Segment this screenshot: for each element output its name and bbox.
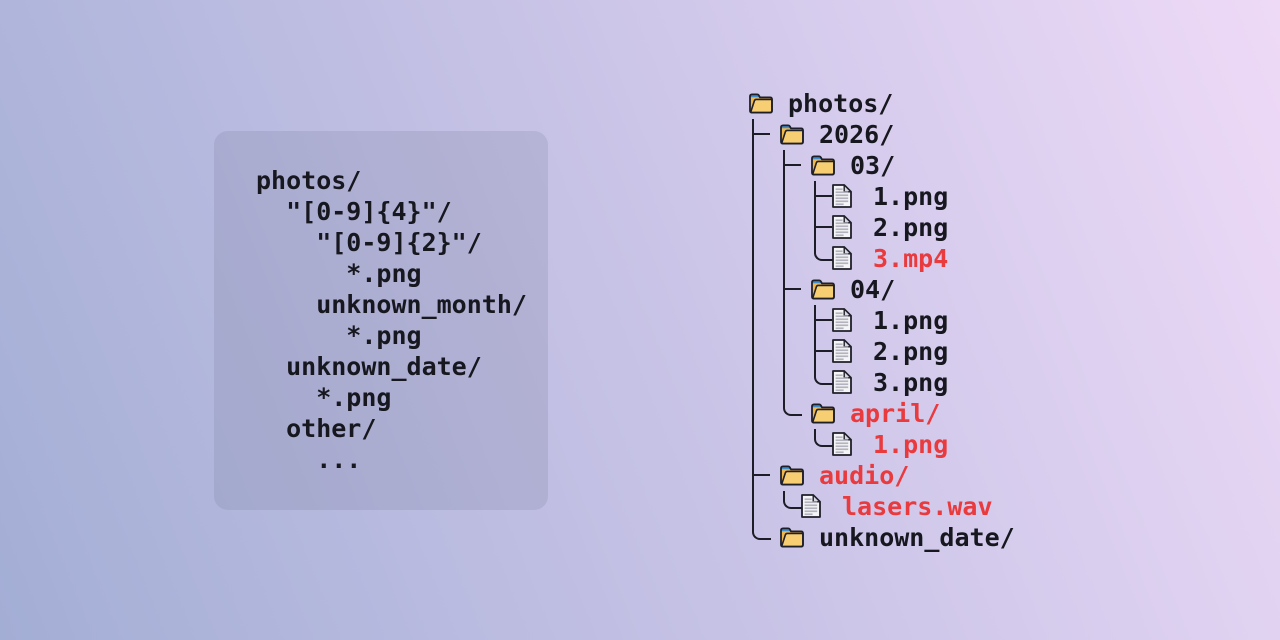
tree-row-folder: april/ — [748, 398, 1128, 429]
tree-label: 2.png — [873, 337, 949, 366]
folder-icon — [779, 526, 805, 548]
pattern-card: photos/ "[0-9]{4}"/ "[0-9]{2}"/ *.png un… — [214, 131, 548, 510]
file-icon — [831, 307, 853, 333]
tree-label: photos/ — [788, 89, 894, 118]
tree-branch-line — [816, 226, 832, 228]
tree-tee-connector — [814, 212, 816, 243]
tree-label: 1.png — [873, 306, 949, 335]
tree-tee-connector — [752, 119, 754, 150]
tree-label: audio/ — [819, 461, 910, 490]
tree-row-folder: unknown_date/ — [748, 522, 1128, 553]
file-icon — [831, 338, 853, 364]
tree-row-file: 2.png — [748, 212, 1128, 243]
file-icon — [831, 431, 853, 457]
tree-row-file: lasers.wav — [748, 491, 1128, 522]
tree-row-file: 2.png — [748, 336, 1128, 367]
tree-elbow-connector — [783, 398, 802, 416]
folder-icon — [810, 278, 836, 300]
tree-row-folder: photos/ — [748, 88, 1128, 119]
tree-label: april/ — [850, 399, 941, 428]
tree-guide-line — [783, 305, 785, 336]
tree-guide-line — [752, 429, 754, 460]
tree-row-file: 1.png — [748, 429, 1128, 460]
tree-row-folder: audio/ — [748, 460, 1128, 491]
file-icon — [800, 493, 822, 519]
tree-guide-line — [783, 336, 785, 367]
tree-tee-connector — [783, 274, 785, 305]
tree-elbow-connector — [814, 429, 833, 447]
tree-guide-line — [752, 274, 754, 305]
tree-guide-line — [783, 367, 785, 398]
tree-branch-line — [816, 350, 832, 352]
folder-icon — [779, 123, 805, 145]
tree-guide-line — [752, 367, 754, 398]
tree-label: 3.mp4 — [873, 244, 949, 273]
tree-tee-connector — [783, 150, 785, 181]
tree-row-file: 3.mp4 — [748, 243, 1128, 274]
folder-icon — [810, 402, 836, 424]
tree-tee-connector — [814, 336, 816, 367]
folder-icon — [810, 154, 836, 176]
tree-guide-line — [752, 243, 754, 274]
tree-branch-line — [754, 474, 770, 476]
tree-branch-line — [785, 288, 801, 290]
tree-guide-line — [783, 181, 785, 212]
tree-row-file: 1.png — [748, 181, 1128, 212]
tree-guide-line — [752, 150, 754, 181]
tree-guide-line — [752, 181, 754, 212]
folder-icon — [779, 464, 805, 486]
tree-label: lasers.wav — [842, 492, 993, 521]
tree-row-folder: 2026/ — [748, 119, 1128, 150]
tree-guide-line — [752, 336, 754, 367]
file-icon — [831, 369, 853, 395]
tree-guide-line — [752, 212, 754, 243]
tree-tee-connector — [814, 181, 816, 212]
file-icon — [831, 183, 853, 209]
tree-label: 1.png — [873, 182, 949, 211]
tree-guide-line — [752, 305, 754, 336]
tree-branch-line — [816, 319, 832, 321]
tree-guide-line — [783, 243, 785, 274]
tree-elbow-connector — [814, 367, 833, 385]
tree-branch-line — [816, 195, 832, 197]
tree-row-folder: 04/ — [748, 274, 1128, 305]
tree-elbow-connector — [814, 243, 833, 261]
tree-branch-line — [785, 164, 801, 166]
tree-row-file: 3.png — [748, 367, 1128, 398]
tree-label: unknown_date/ — [819, 523, 1015, 552]
tree-elbow-connector — [783, 491, 802, 509]
tree-label: 2.png — [873, 213, 949, 242]
tree-label: 03/ — [850, 151, 896, 180]
tree-branch-line — [754, 133, 770, 135]
file-icon — [831, 245, 853, 271]
tree-elbow-connector — [752, 522, 771, 540]
tree-tee-connector — [752, 460, 754, 491]
tree-label: 2026/ — [819, 120, 895, 149]
tree-label: 3.png — [873, 368, 949, 397]
file-icon — [831, 214, 853, 240]
tree-label: 1.png — [873, 430, 949, 459]
tree-row-folder: 03/ — [748, 150, 1128, 181]
tree-label: 04/ — [850, 275, 896, 304]
tree-tee-connector — [814, 305, 816, 336]
pattern-text: photos/ "[0-9]{4}"/ "[0-9]{2}"/ *.png un… — [256, 166, 527, 474]
tree-guide-line — [752, 398, 754, 429]
folder-icon — [748, 92, 774, 114]
tree-guide-line — [752, 491, 754, 522]
tree-row-file: 1.png — [748, 305, 1128, 336]
tree-guide-line — [783, 212, 785, 243]
